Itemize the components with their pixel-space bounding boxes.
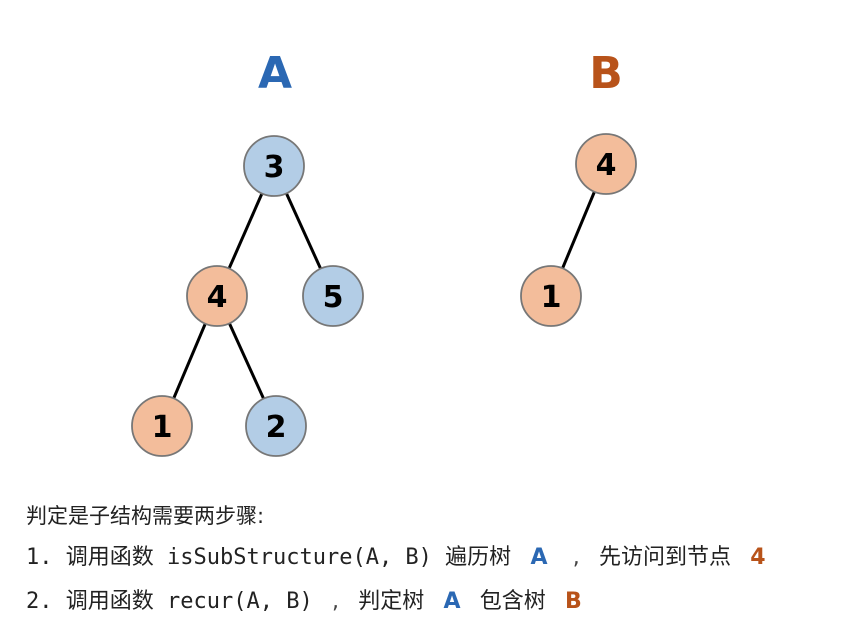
tree-a-node-label: 1 — [152, 410, 173, 445]
step-2-code: recur(A, B) — [167, 589, 313, 614]
step-1-tail: 先访问到节点 — [598, 545, 731, 570]
step-2-contains: 包含树 — [479, 589, 546, 614]
step-1-tree-a: A — [530, 545, 548, 570]
step-2-separator: , — [331, 589, 339, 614]
step-2-mid: 判定树 — [358, 589, 425, 614]
explanation: 判定是子结构需要两步骤: 1. 调用函数 isSubStructure(A, B… — [26, 496, 772, 624]
tree-b-title: B — [589, 48, 623, 99]
step-2-tree-a: A — [443, 589, 461, 614]
step-1-verb: 调用函数 — [65, 545, 154, 570]
tree-b-node-circle — [520, 265, 582, 327]
step-2-tree-b: B — [565, 589, 582, 614]
tree-a-node-3: 3 — [243, 135, 305, 197]
step-1-node: 4 — [750, 545, 766, 570]
tree-a-node-label: 4 — [207, 280, 228, 315]
tree-a-node-circle — [243, 135, 305, 197]
step-1-code: isSubStructure(A, B) — [167, 545, 432, 570]
tree-b-node-4: 4 — [575, 133, 637, 195]
step-2-number: 2. — [26, 589, 53, 614]
tree-b-node-1: 1 — [520, 265, 582, 327]
nodes-layer: 3 4 5 1 2 4 1 — [131, 133, 637, 457]
tree-a-node-label: 2 — [266, 410, 287, 445]
tree-a-node-circle — [245, 395, 307, 457]
tree-a-node-circle — [186, 265, 248, 327]
tree-a-node-2: 2 — [245, 395, 307, 457]
tree-a-node-4: 4 — [186, 265, 248, 327]
tree-a-node-circle — [302, 265, 364, 327]
step-2-verb: 调用函数 — [65, 589, 154, 614]
tree-a-node-label: 3 — [264, 150, 285, 185]
tree-a-title: A — [258, 48, 292, 99]
tree-a-node-label: 5 — [323, 280, 344, 315]
tree-b-node-label: 1 — [541, 280, 562, 315]
tree-b-node-label: 4 — [596, 148, 617, 183]
tree-a-node-circle — [131, 395, 193, 457]
tree-a-node-1: 1 — [131, 395, 193, 457]
intro-text: 判定是子结构需要两步骤: — [26, 504, 265, 528]
step-1-mid: 遍历树 — [445, 545, 512, 570]
step-1-number: 1. — [26, 545, 53, 570]
tree-b-node-circle — [575, 133, 637, 195]
step-2: 2. 调用函数 recur(A, B) , 判定树 A 包含树 B — [26, 580, 772, 624]
tree-a-node-5: 5 — [302, 265, 364, 327]
step-1: 1. 调用函数 isSubStructure(A, B) 遍历树 A , 先访问… — [26, 536, 772, 580]
tree-diagram: 3 4 5 1 2 4 1 A B — [131, 48, 637, 457]
step-1-separator: , — [572, 545, 580, 570]
